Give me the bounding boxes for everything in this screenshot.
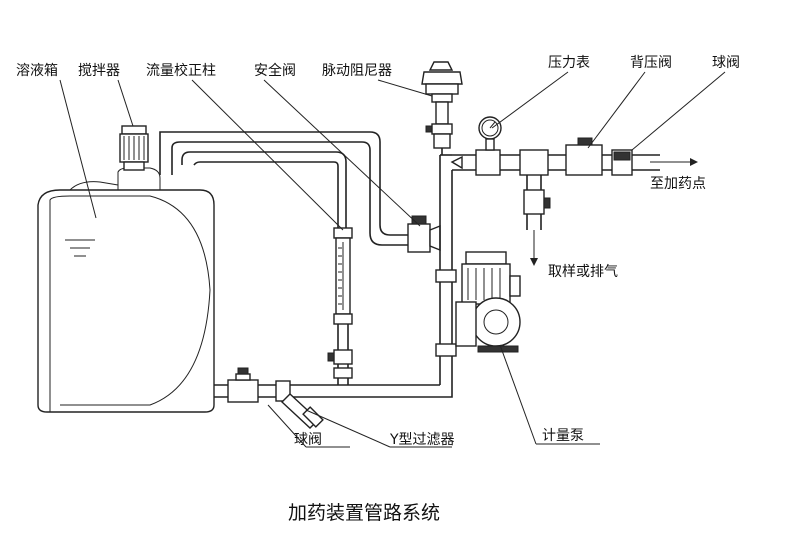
label-ball-valve-bottom: 球阀 — [294, 432, 322, 448]
safety-valve — [407, 215, 441, 253]
label-sample-or-vent: 取样或排气 — [548, 264, 618, 280]
label-metering-pump: 计量泵 — [542, 428, 584, 444]
label-safety-valve: 安全阀 — [254, 62, 296, 79]
sample-branch — [523, 175, 551, 266]
label-to-dosing-point: 至加药点 — [650, 176, 706, 192]
pulse-damper — [421, 61, 463, 155]
mixer — [119, 125, 149, 171]
flow-calibration-column — [327, 227, 353, 385]
label-back-pressure-valve: 背压阀 — [630, 55, 672, 71]
outlet-line — [450, 137, 698, 176]
label-tank: 溶液箱 — [16, 63, 58, 79]
label-flow-column: 流量校正柱 — [146, 62, 216, 79]
return-pipes — [159, 131, 408, 246]
metering-pump — [455, 251, 521, 353]
label-y-filter: Y型过滤器 — [389, 432, 455, 448]
label-pulse-damper: 脉动阻尼器 — [322, 63, 392, 79]
discharge-pipe — [435, 154, 457, 385]
pressure-gauge — [478, 116, 502, 151]
diagram-caption: 加药装置管路系统 — [288, 502, 440, 524]
label-mixer: 搅拌器 — [78, 63, 120, 79]
leader-lines — [59, 71, 726, 448]
label-pressure-gauge: 压力表 — [548, 55, 590, 71]
suction-pipe — [214, 367, 453, 403]
y-filter — [280, 393, 324, 429]
label-ball-valve-top: 球阀 — [712, 55, 740, 71]
solution-tank — [37, 167, 215, 413]
